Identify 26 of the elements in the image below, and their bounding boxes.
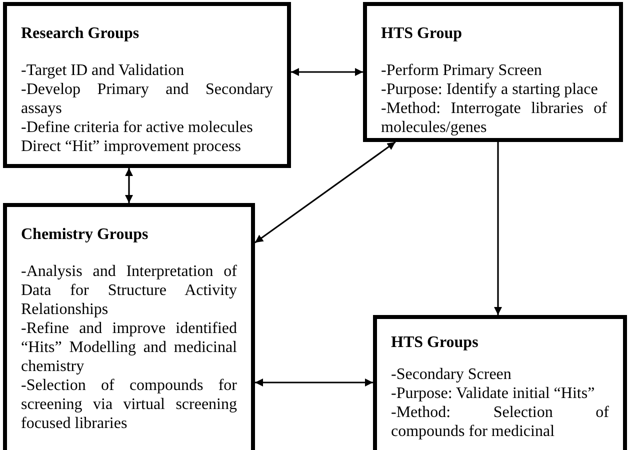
- bullet-text: -Perform Primary Screen: [381, 61, 543, 80]
- bullet-text: -Target ID and Validation: [21, 61, 186, 80]
- box-heading: HTS Groups: [391, 333, 480, 353]
- group-box: [3, 2, 291, 168]
- bullet-text: -Method: Selection of compounds for medicinal: [391, 403, 609, 441]
- bullet-text: -Selection of compounds for screening via virtual screening focused libraries: [21, 376, 237, 433]
- box-heading: HTS Group: [381, 24, 464, 44]
- arrow: [255, 378, 373, 386]
- group-box: [3, 203, 255, 450]
- bullet-text: -Analysis and Interpretation of Data for Structure Activity Relationships: [21, 262, 237, 319]
- box-heading: Chemistry Groups: [21, 225, 150, 245]
- group-box: [373, 315, 627, 450]
- arrow: [291, 68, 363, 76]
- arrow: [254, 141, 396, 244]
- arrow: [125, 168, 133, 203]
- bullet-text: -Purpose: Identify a starting place: [381, 80, 599, 99]
- bullet-text: -Develop Primary and Secondary assays: [21, 80, 273, 118]
- bullet-text: -Secondary Screen: [391, 365, 512, 384]
- bullet-text: Direct “Hit” improvement process: [21, 137, 242, 156]
- bullet-text: -Purpose: Validate initial “Hits”: [391, 384, 596, 403]
- bullet-text: -Method: Interrogate libraries of molecules/genes: [381, 99, 607, 137]
- group-box: [363, 2, 623, 142]
- bullet-text: -Define criteria for active molecules: [21, 118, 254, 137]
- bullet-text: -Refine and improve identified “Hits” Modelling and medicinal chemistry: [21, 319, 237, 376]
- arrow: [494, 142, 502, 315]
- box-heading: Research Groups: [21, 24, 140, 44]
